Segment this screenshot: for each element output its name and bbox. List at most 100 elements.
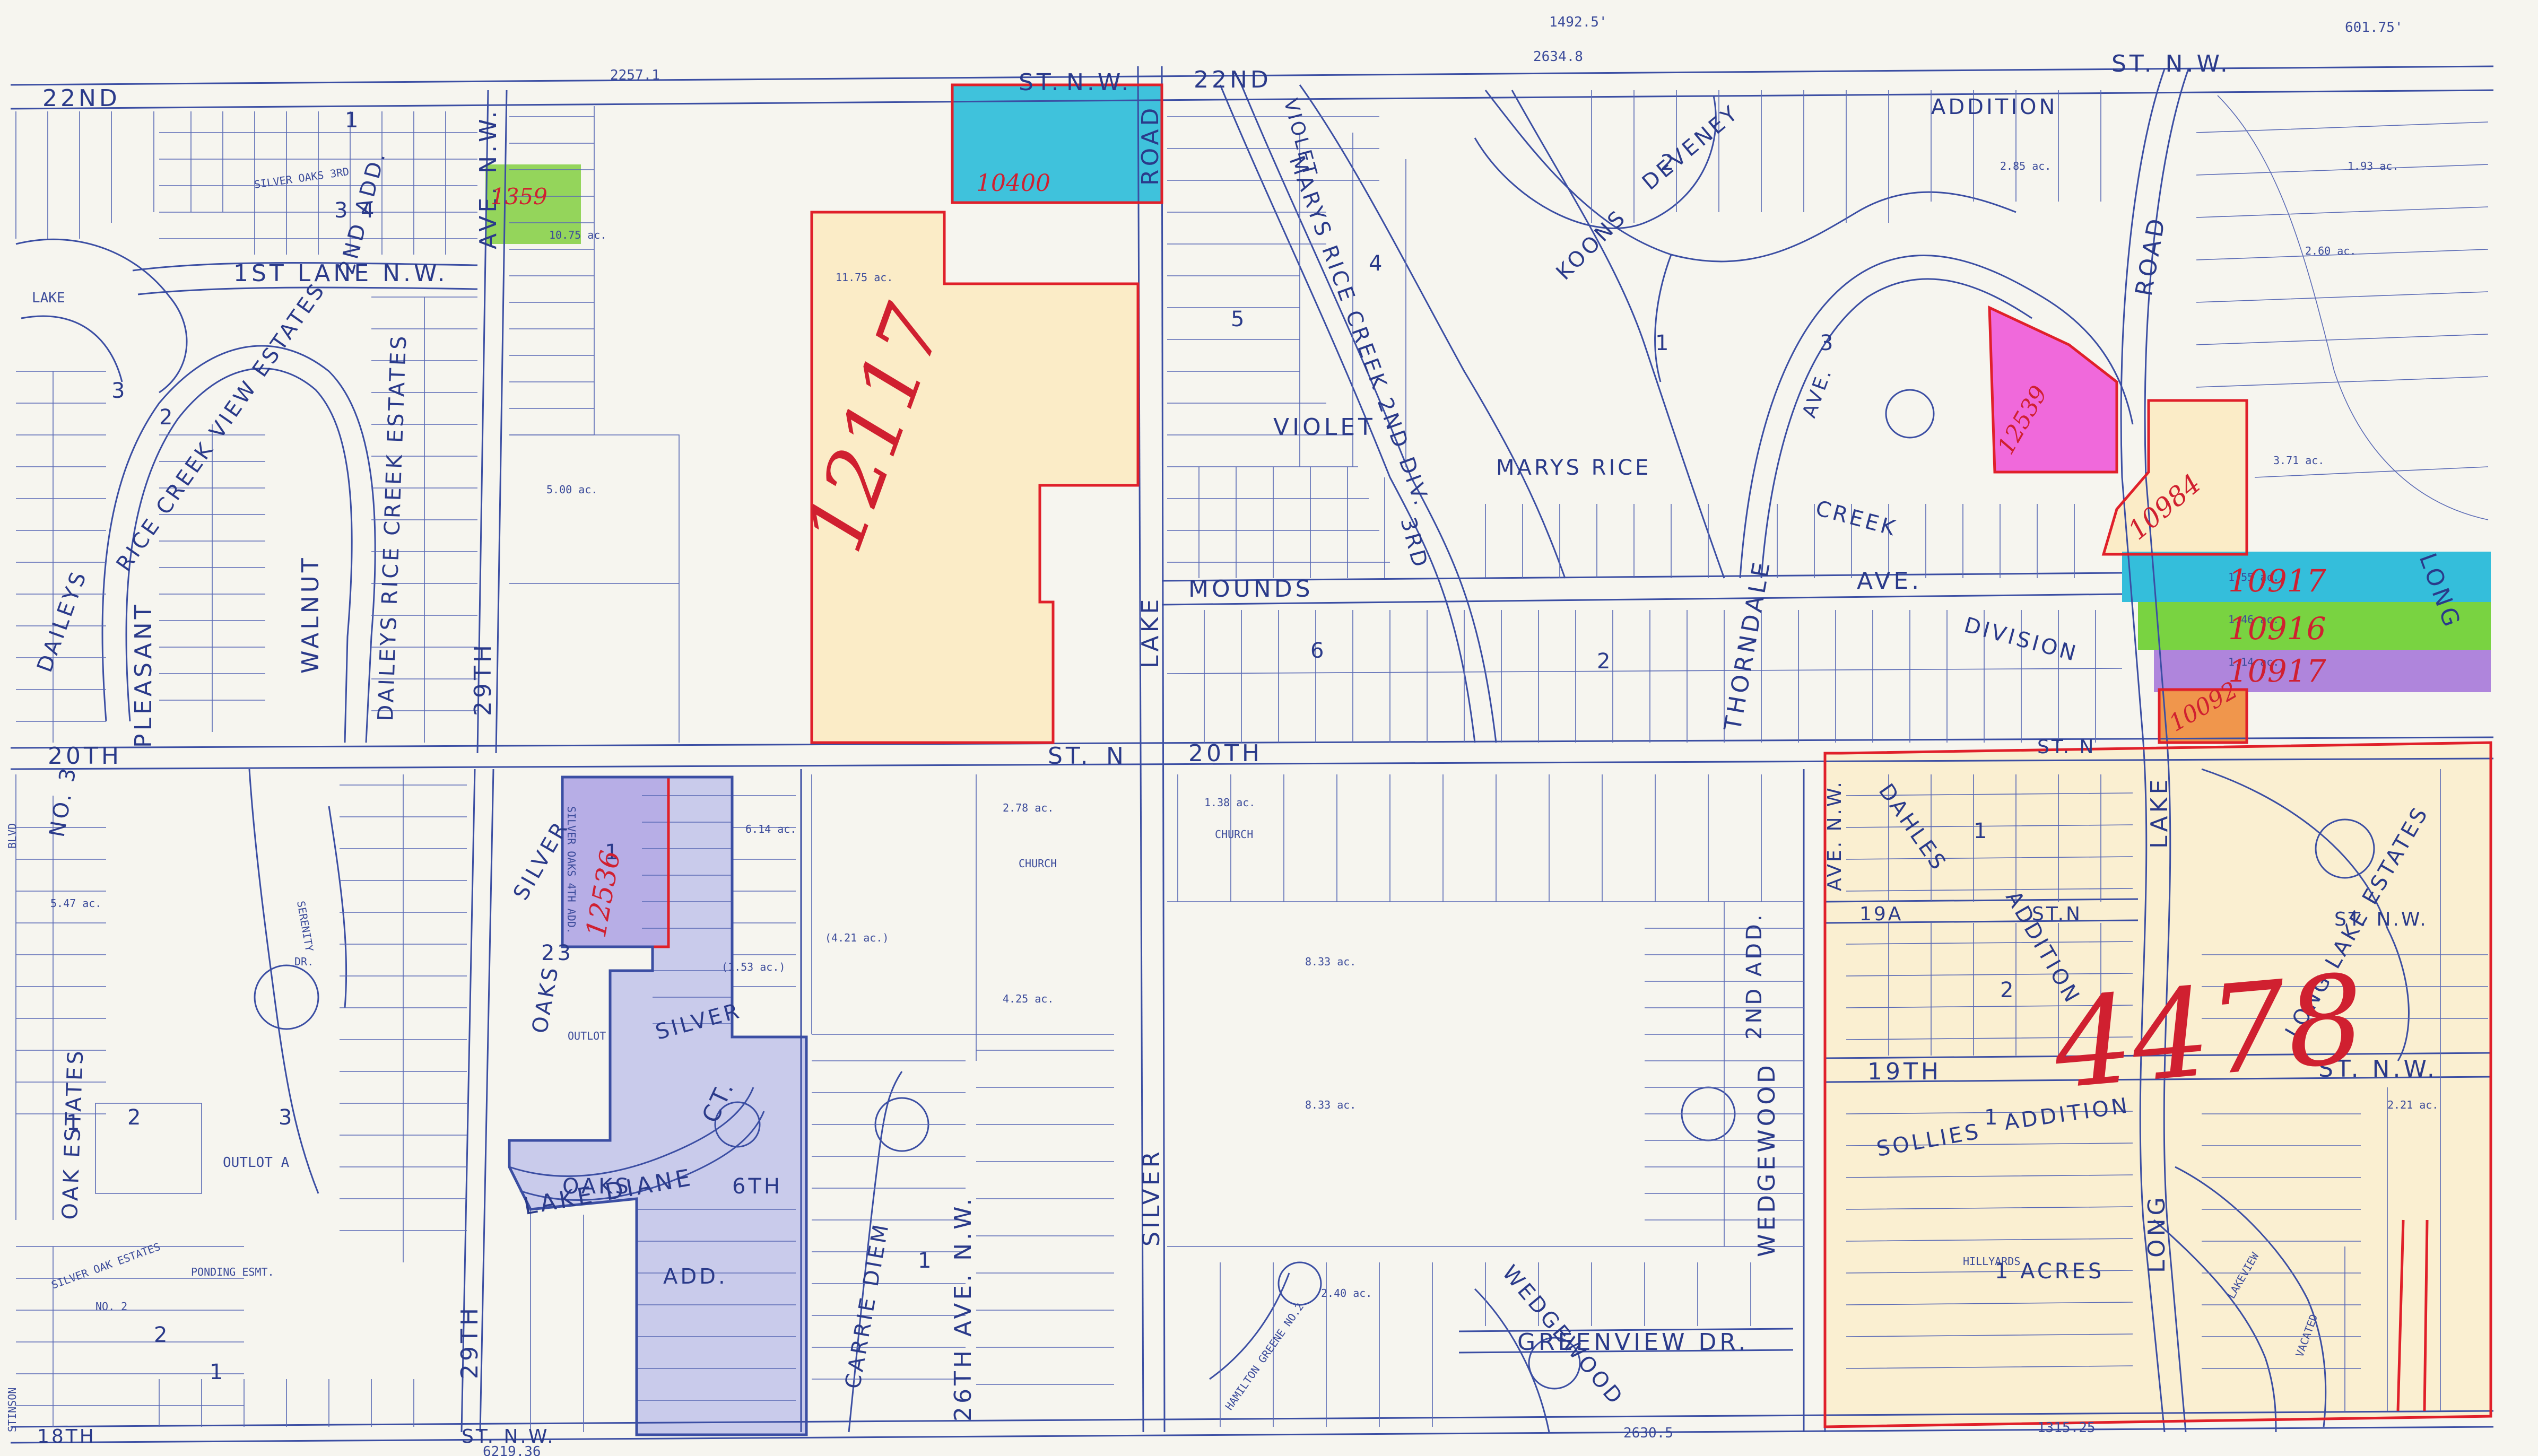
- sub-sixth: 6TH: [732, 1174, 783, 1199]
- street-1st-lane: 1ST LANE N.W.: [233, 260, 448, 287]
- street-22nd-left: 22ND: [42, 85, 120, 112]
- acre-1-53: (1.53 ac.): [722, 961, 785, 973]
- measurements: 1492.5' 601.75' 2257.1 2634.8 6219.36 26…: [483, 14, 2403, 1456]
- street-lines: [10, 65, 2494, 1444]
- acre-10-75: 10.75 ac.: [549, 229, 606, 241]
- sub-outlot: OUTLOT: [568, 1030, 606, 1042]
- acre-1-55: 1.55 ac.: [2228, 571, 2279, 583]
- street-blvd: BLVD: [6, 823, 19, 849]
- street-19a-n: ST.N: [2032, 903, 2082, 925]
- block-number: 1: [1984, 1105, 2000, 1130]
- street-20th-far: ST. N: [2037, 736, 2096, 758]
- acre-8-33: 8.33 ac.: [1305, 955, 1356, 968]
- acre-11-75: 11.75 ac.: [836, 271, 893, 284]
- street-road-top: ROAD: [1137, 105, 1164, 186]
- acre-4-21: (4.21 ac.): [825, 931, 889, 944]
- sub-church1: CHURCH: [1019, 857, 1057, 870]
- street-22nd-mid-st: ST.: [1019, 69, 1062, 96]
- measure-bottom-mid: 2630.5: [1623, 1425, 1673, 1441]
- street-violet: VIOLET: [1273, 414, 1376, 441]
- parcel-label-10400[interactable]: 10400: [976, 170, 1050, 197]
- block-number: 2: [2000, 978, 2016, 1002]
- measure-bottom-right: 1315.25: [2037, 1420, 2096, 1436]
- parcel-label-4478[interactable]: 4478: [2048, 948, 2370, 1117]
- street-wedgewood-ave: WEDGEWOOD: [1753, 1062, 1780, 1257]
- block-number: 1: [345, 108, 361, 133]
- silver-oaks-6th-outline: [508, 775, 808, 1436]
- street-dr: DR.: [294, 955, 314, 968]
- block-number: 1: [210, 1360, 225, 1384]
- curved-streets: [15, 84, 2410, 1433]
- street-22nd-far-right: ST. N.W.: [2111, 50, 2231, 77]
- street-20th-right: 20TH: [1188, 740, 1263, 767]
- street-19th-far: ST. N.W.: [2334, 909, 2428, 930]
- parcel-1359-fill[interactable]: [485, 164, 581, 244]
- parcel-label-1359[interactable]: 1359: [491, 184, 547, 210]
- street-silver-lake: SILVER: [1138, 1148, 1165, 1246]
- parcel-10092-fill[interactable]: [2159, 690, 2247, 743]
- parcel-12539-fill[interactable]: [1989, 308, 2117, 472]
- street-lake-road: LAKE: [1137, 596, 1164, 668]
- sub-outlot-a: OUTLOT A: [223, 1155, 290, 1171]
- street-26th-ave: 26TH AVE. N.W.: [950, 1196, 977, 1422]
- acre-1-14: 1.14 ac.: [2228, 656, 2279, 668]
- block-number: 2: [159, 405, 175, 430]
- parcel-10400-fill[interactable]: [952, 85, 1162, 203]
- sub-wedgewood-2nd: 2ND ADD.: [1742, 912, 1767, 1040]
- street-20th-mid-st: ST.: [1048, 743, 1091, 770]
- measure-right: 601.75': [2345, 20, 2403, 36]
- measure-top-mid: 2634.8: [1533, 49, 1583, 65]
- acre-2-85: 2.85 ac.: [2000, 160, 2051, 172]
- sub-acres: 1 ACRES: [1995, 1259, 2104, 1284]
- parcel-4478-fill[interactable]: [1825, 743, 2491, 1427]
- street-stinson: STINSON: [6, 1388, 19, 1432]
- street-29th-top: 29TH: [470, 642, 497, 716]
- block-number: 3: [1820, 331, 1836, 355]
- block-number: 2: [1661, 151, 1676, 175]
- acre-2-78: 2.78 ac.: [1003, 801, 1054, 814]
- sub-addition-top: ADDITION: [1931, 95, 2057, 119]
- block-number: 3: [334, 198, 350, 223]
- street-29th-bottom: 29TH: [456, 1305, 483, 1379]
- acre-8-33b: 8.33 ac.: [1305, 1098, 1356, 1111]
- street-20th-mid-n: N: [1106, 743, 1127, 770]
- street-lake-right: LAKE: [2146, 777, 2173, 849]
- block-number: 3: [111, 379, 127, 403]
- parcel-label-10917a[interactable]: 10917: [2228, 563, 2326, 599]
- acre-1-46: 1.46 ac.: [2228, 613, 2279, 626]
- parcel-10916-fill[interactable]: [2138, 602, 2491, 650]
- block-number: 4: [361, 198, 377, 223]
- street-greenview: GREENVIEW DR.: [1517, 1329, 1749, 1356]
- sub-add: ADD.: [663, 1265, 728, 1289]
- block-number: 6: [1310, 639, 1326, 663]
- sub-church2: CHURCH: [1215, 828, 1253, 841]
- sub-oak-estates: OAK ESTATES: [58, 1048, 88, 1220]
- sub-marys-rice: MARYS RICE: [1496, 456, 1651, 480]
- block-number: 2: [127, 1105, 143, 1130]
- block-number: 1: [66, 1111, 82, 1135]
- block-number: 2: [154, 1323, 170, 1347]
- parcel-12117-fill[interactable]: [812, 212, 1138, 743]
- acre-2-40: 2.40 ac.: [1321, 1287, 1372, 1300]
- parcel-outlines: [561, 83, 2492, 1428]
- parcel-label-10917b[interactable]: 10917: [2228, 653, 2326, 689]
- parcel-10984-fill[interactable]: [2104, 400, 2247, 554]
- street-20th-left: 20TH: [48, 743, 122, 770]
- acreages: 10.75 ac. 11.75 ac. 5.00 ac. 2.78 ac. 6.…: [50, 160, 2438, 1300]
- block-number: 3: [279, 1105, 294, 1130]
- measure-topleft: 2257.1: [610, 67, 660, 83]
- street-29th-ave: AVE. N.W.: [475, 108, 502, 249]
- street-19th-nw: ST. N.W.: [2318, 1056, 2438, 1083]
- acre-6-14: 6.14 ac.: [745, 823, 796, 835]
- block-number: 1: [1974, 819, 1989, 843]
- parcel-label-10916[interactable]: 10916: [2228, 611, 2326, 647]
- parcel-10917b-fill[interactable]: [2154, 650, 2491, 692]
- lot-grid: [15, 90, 2489, 1432]
- sub-no-2: NO. 2: [95, 1300, 127, 1313]
- parcel-fills: [485, 85, 2491, 1435]
- parcel-10917a-fill[interactable]: [2122, 552, 2491, 602]
- sub-silver-oaks-4th: SILVER OAKS 4TH ADD.: [565, 806, 578, 934]
- street-mounds-mid: AVE.: [1857, 568, 1922, 595]
- block-number: 4: [1369, 251, 1385, 276]
